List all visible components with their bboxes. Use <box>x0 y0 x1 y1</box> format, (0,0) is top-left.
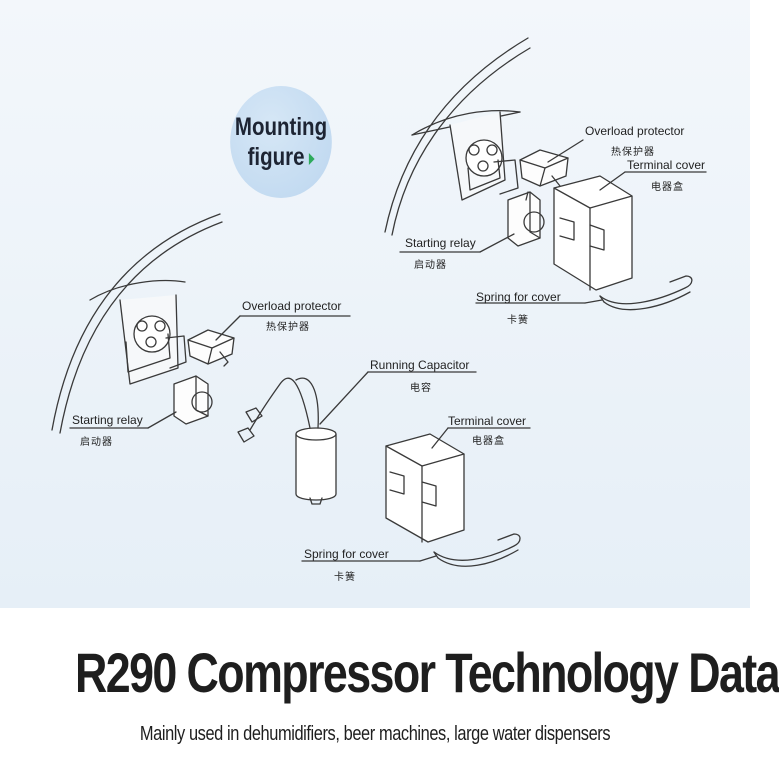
right-overload-protector <box>519 139 584 191</box>
label-terminal-cover-left: Terminal cover <box>448 414 527 428</box>
label-starting-relay-right-cn: 启动器 <box>414 260 447 271</box>
label-overload-protector-right-cn: 热保护器 <box>611 147 655 158</box>
label-terminal-cover-right: Terminal cover <box>627 158 706 172</box>
label-spring-right-cn: 卡簧 <box>507 315 529 326</box>
label-starting-relay-left-cn: 启动器 <box>80 437 113 448</box>
left-capacitor <box>237 371 477 505</box>
left-terminal-cover <box>385 427 531 543</box>
label-overload-protector-right: Overload protector <box>585 124 685 138</box>
page-subtitle: Mainly used in dehumidifiers, beer machi… <box>139 723 611 745</box>
label-overload-protector-left: Overload protector <box>242 299 342 313</box>
page-title: R290 Compressor Technology Data <box>75 641 779 704</box>
right-compressor-shell <box>384 37 531 236</box>
mounting-figure: Mounting figure Overload protector 热保护器 … <box>0 0 750 608</box>
label-running-capacitor-cn: 电容 <box>410 383 432 394</box>
arrow-right-icon <box>308 153 315 165</box>
label-terminal-cover-left-cn: 电器盒 <box>472 436 505 447</box>
right-starting-relay <box>399 191 545 253</box>
left-spring <box>301 533 521 567</box>
label-terminal-cover-right-cn: 电器盒 <box>651 182 684 193</box>
left-overload-protector <box>187 315 351 367</box>
mounting-figure-badge: Mounting figure <box>230 86 332 198</box>
label-spring-left: Spring for cover <box>304 547 389 561</box>
label-spring-left-cn: 卡簧 <box>334 572 356 583</box>
badge-line-1: Mounting <box>234 113 328 141</box>
label-starting-relay-left: Starting relay <box>72 413 143 427</box>
label-overload-protector-left-cn: 热保护器 <box>266 322 310 333</box>
label-starting-relay-right: Starting relay <box>405 236 476 250</box>
label-running-capacitor: Running Capacitor <box>370 358 470 372</box>
label-spring-right: Spring for cover <box>476 290 561 304</box>
badge-line-2: figure <box>247 143 305 171</box>
right-terminal-cover <box>553 171 707 291</box>
line-drawing <box>51 37 707 567</box>
left-compressor-shell <box>51 213 223 434</box>
left-starting-relay <box>69 375 213 429</box>
right-spring <box>475 275 693 311</box>
